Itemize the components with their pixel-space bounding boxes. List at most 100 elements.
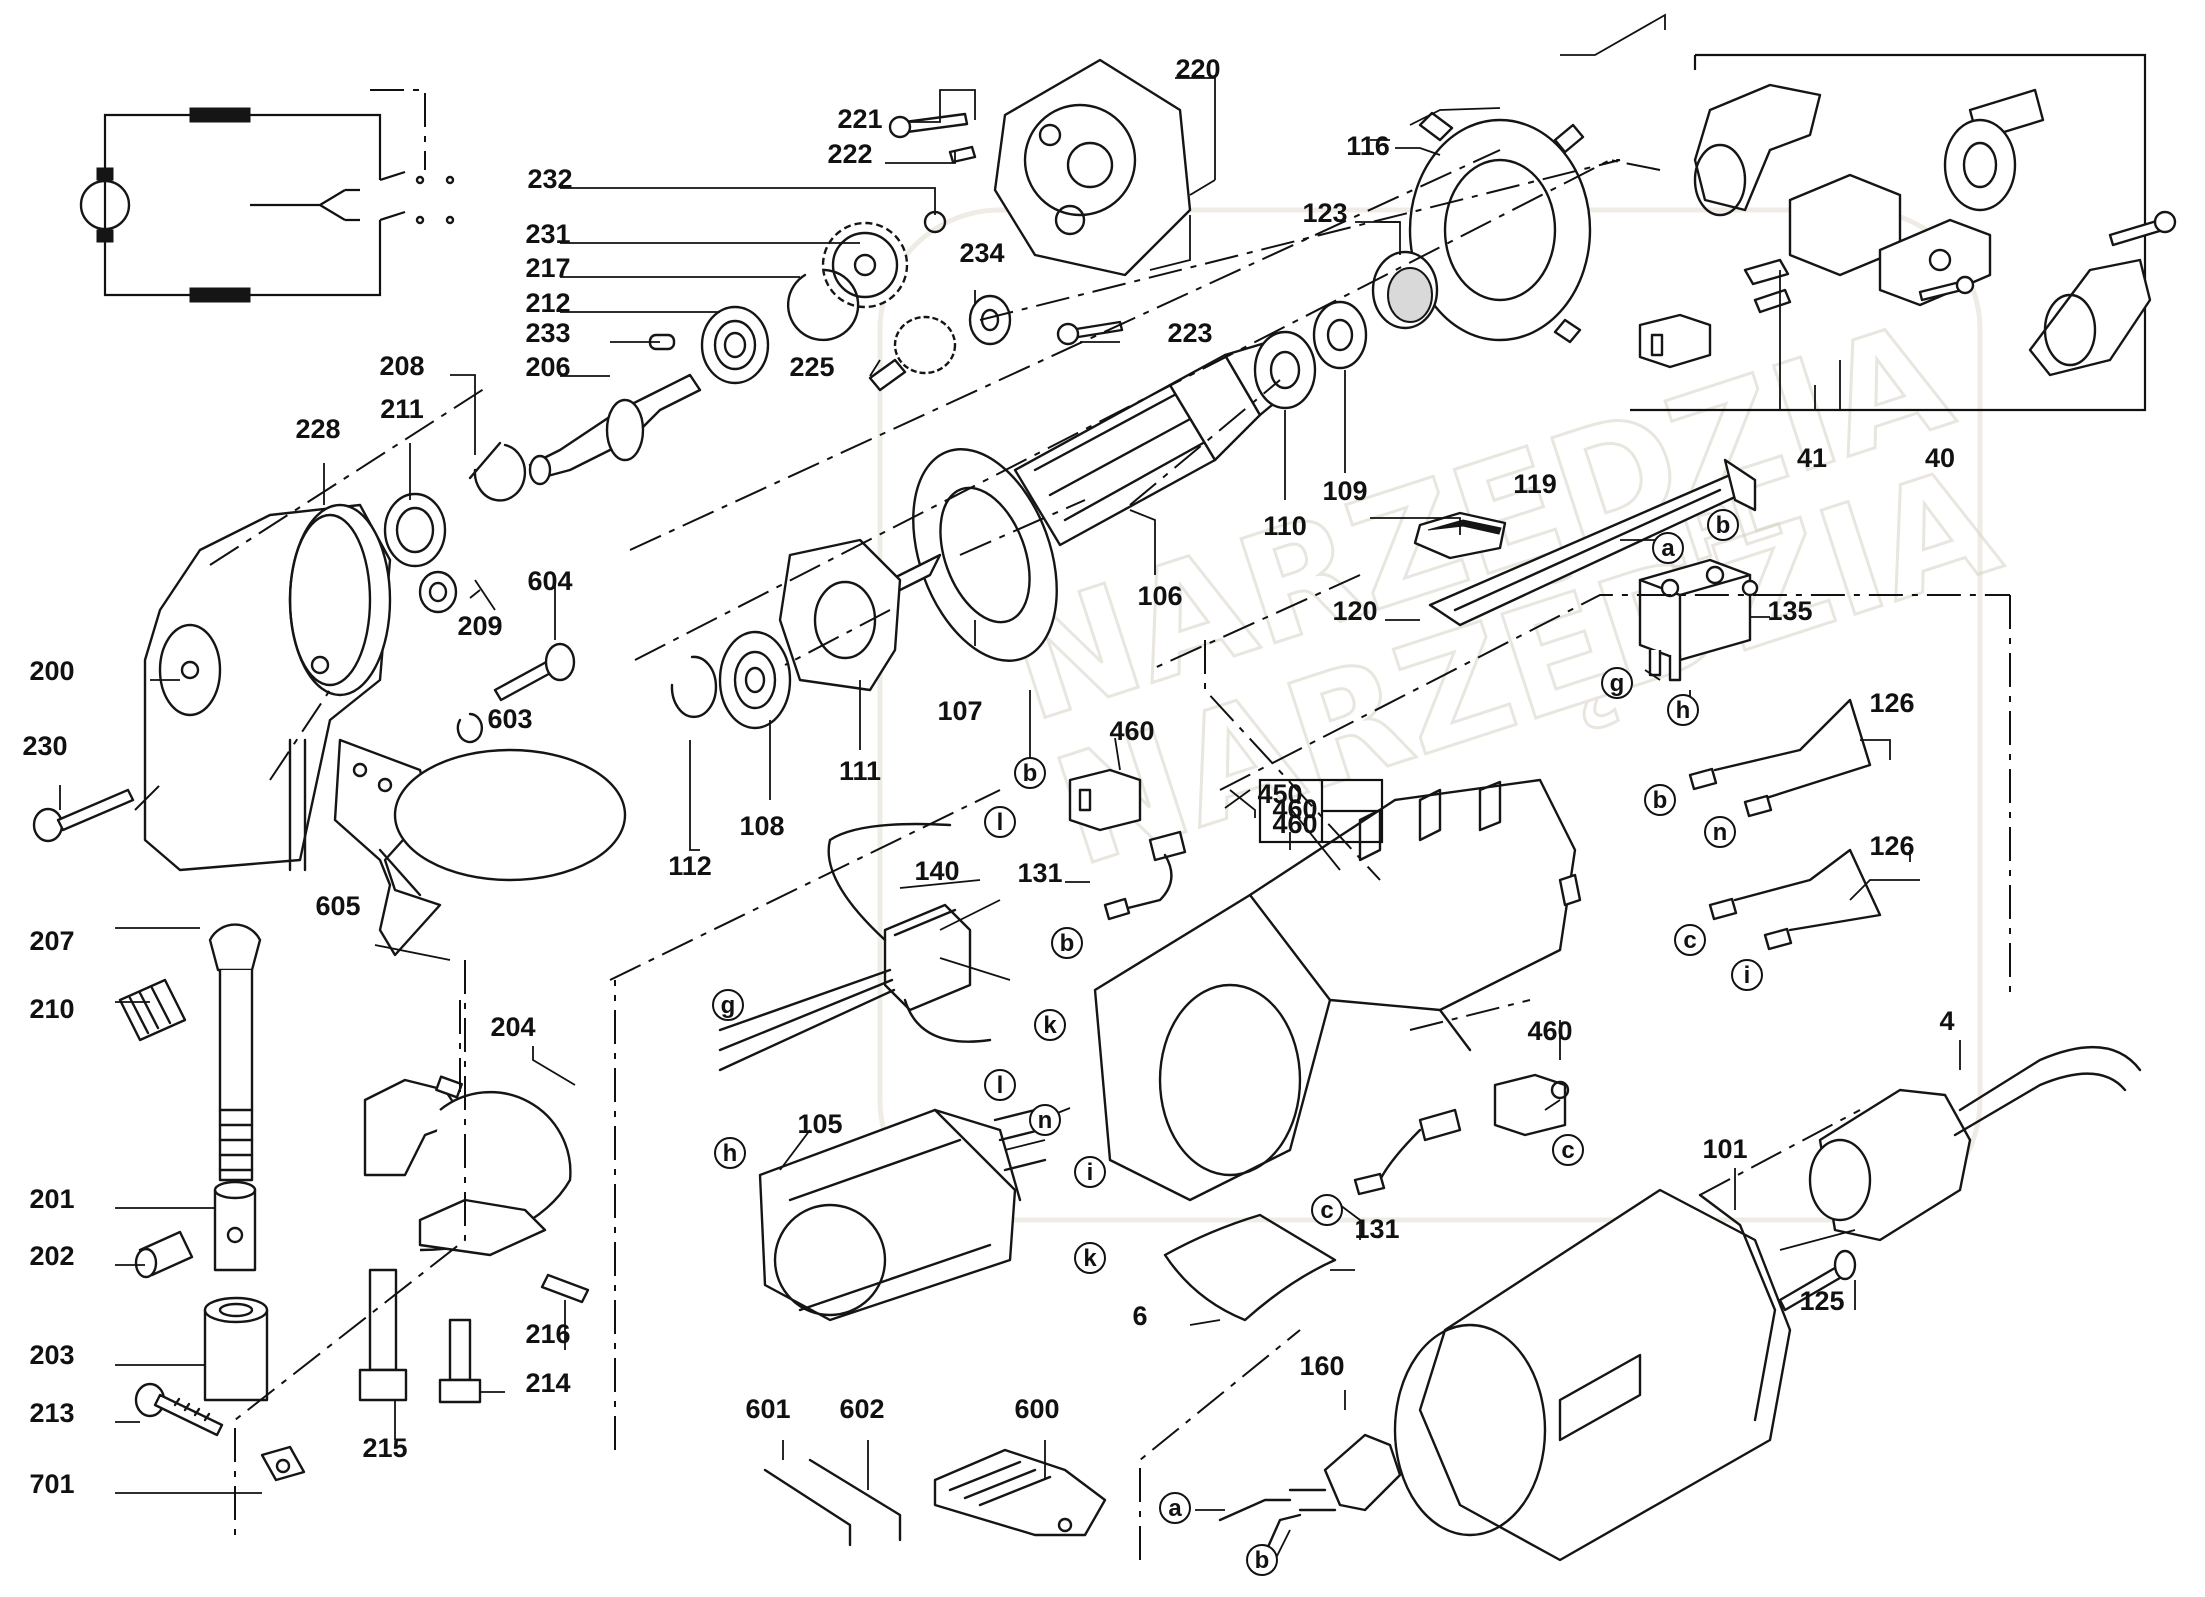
sleeve-203: [203, 1296, 269, 1402]
part-number-230: 230: [22, 731, 67, 761]
part-number-232: 232: [527, 164, 572, 194]
feeler-gauge-600: [933, 1448, 1107, 1537]
wire-tag-circle: [1159, 1492, 1191, 1524]
part-number-123: 123: [1302, 198, 1347, 228]
wire-tag-letter: a: [1661, 535, 1675, 562]
part-number-233: 233: [525, 318, 570, 348]
pad-701: [260, 1445, 306, 1482]
wire-tag-circle: [1652, 532, 1684, 564]
part-number-131: 131: [1354, 1214, 1399, 1244]
wire-tag-circle: [1246, 1544, 1278, 1576]
brush-holder-460-top: [1068, 768, 1142, 832]
wire-tag-c: c: [1552, 1134, 1584, 1166]
brush-131-mid: [1353, 1108, 1462, 1196]
small-fasteners-top: [888, 112, 977, 234]
part-number-200: 200: [29, 656, 74, 686]
part-number-213: 213: [29, 1398, 74, 1428]
wire-tag-letter: n: [1038, 1107, 1053, 1134]
part-number-701: 701: [29, 1469, 74, 1499]
part-number-604: 604: [527, 566, 572, 596]
wire-tag-letter: i: [1087, 1159, 1094, 1186]
part-number-208: 208: [379, 351, 424, 381]
wire-tag-circle: [1074, 1156, 1106, 1188]
wire-tag-c: c: [1311, 1194, 1343, 1226]
part-number-201: 201: [29, 1184, 74, 1214]
hex-key-601: [763, 1468, 852, 1547]
switch-135: [1638, 558, 1759, 682]
part-number-211: 211: [380, 394, 424, 424]
set-screw-216: [540, 1273, 590, 1304]
screw-213: [134, 1382, 224, 1437]
assembly-lines: [134, 149, 2011, 1560]
watermark: NARZĘDZIA NARZĘDZIA .PL: [877, 207, 2018, 1223]
switch-rod-120: [1428, 458, 1757, 627]
screw-215: [358, 1268, 408, 1402]
capacitor-140: [718, 822, 992, 1072]
part-number-212: 212: [525, 288, 570, 318]
bearing-110: [1253, 330, 1317, 410]
wire-tag-h: h: [714, 1137, 746, 1169]
wire-tag-k: k: [1034, 1009, 1066, 1041]
insulation-6: [1163, 1213, 1337, 1322]
bearing-212: [700, 305, 770, 385]
part-number-207: 207: [29, 926, 74, 956]
part-number-217: 217: [525, 253, 570, 283]
part-number-210: 210: [29, 994, 74, 1024]
part-number-111: 111: [839, 756, 881, 786]
wire-tag-n: n: [1029, 1104, 1061, 1136]
part-number-225: 225: [789, 352, 834, 382]
wire-tag-b: b: [1644, 784, 1676, 816]
head-housing: [143, 503, 392, 872]
wire-tag-letter: k: [1043, 1012, 1057, 1039]
wire-tag-circle: [1074, 1242, 1106, 1274]
wire-tag-h: h: [1667, 694, 1699, 726]
wire-tag-a: a: [1159, 1492, 1191, 1524]
wire-tag-b: b: [1707, 509, 1739, 541]
brush-131-top: [1103, 830, 1187, 921]
wire-tag-c: c: [1674, 924, 1706, 956]
bearing-234: [968, 294, 1012, 346]
wire-tag-letter: h: [1676, 697, 1691, 724]
wire-tag-g: g: [712, 989, 744, 1021]
button-119: [1413, 511, 1507, 560]
part-number-4: 4: [1939, 1006, 1954, 1036]
part-number-116: 116: [1346, 131, 1390, 161]
wire-tag-letter: l: [997, 1072, 1004, 1099]
socket-160: [1288, 1433, 1402, 1512]
wire-tag-letter: b: [1653, 787, 1668, 814]
part-number-605: 605: [315, 891, 360, 921]
wire-tag-circle: [1034, 1009, 1066, 1041]
part-number-215: 215: [362, 1433, 407, 1463]
wire-tag-k: k: [1074, 1242, 1106, 1274]
guide-plate-605: [333, 738, 627, 957]
part-number-131: 131: [1017, 858, 1062, 888]
wire-tag-circle: [1667, 694, 1699, 726]
wire-tag-letter: b: [1716, 512, 1731, 539]
part-number-125: 125: [1799, 1286, 1844, 1316]
bearing-108: [718, 630, 792, 730]
screw-604: [493, 642, 576, 702]
wire-tag-letter: c: [1683, 927, 1696, 954]
part-number-221: 221: [837, 104, 882, 134]
circlip-112: [670, 655, 718, 719]
part-number-601: 601: [745, 1394, 790, 1424]
part-number-460: 460: [1272, 809, 1317, 839]
handle-module-40: [1630, 53, 2177, 412]
part-number-206: 206: [525, 352, 570, 382]
part-number-108: 108: [739, 811, 784, 841]
spring-ring-208: [468, 441, 527, 502]
wire-tag-a: a: [1652, 532, 1684, 564]
motor-cover-101: [1393, 1188, 1792, 1562]
part-number-203: 203: [29, 1340, 74, 1370]
screw-214: [438, 1318, 482, 1404]
wire-tag-circle: [984, 806, 1016, 838]
wire-tag-letter: a: [1168, 1495, 1182, 1522]
hex-key-602: [808, 1458, 902, 1542]
part-number-6: 6: [1132, 1301, 1147, 1331]
part-number-112: 112: [668, 851, 712, 881]
eccentric-shaft-207: [208, 923, 262, 1182]
screw-223: [1056, 320, 1124, 346]
part-number-231: 231: [525, 219, 570, 249]
